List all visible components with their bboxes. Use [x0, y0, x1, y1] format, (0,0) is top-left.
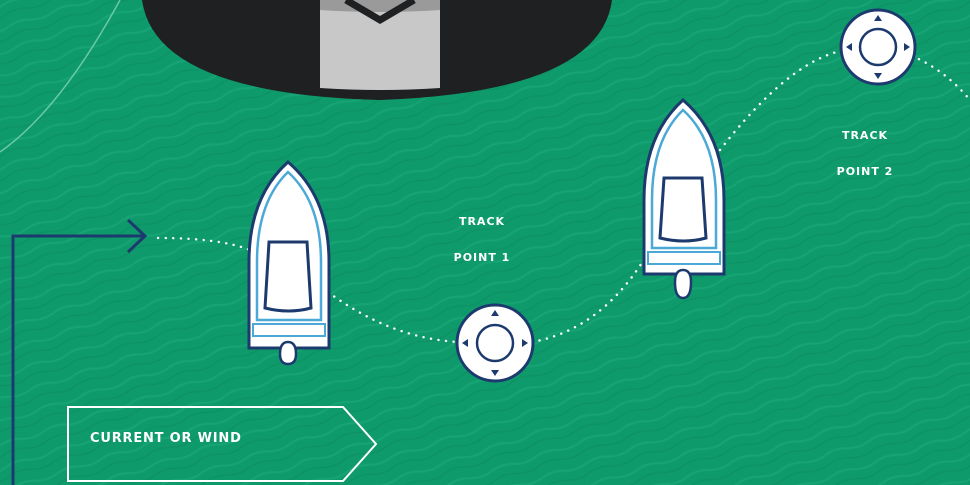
track-point-2-line-2: POINT 2	[820, 154, 910, 190]
joystick-icon	[841, 10, 915, 84]
bow-icon	[280, 342, 296, 364]
track-point-1-line-1: TRACK	[437, 204, 527, 240]
track-point-1-line-2: POINT 1	[437, 240, 527, 276]
track-point-2-line-1: TRACK	[820, 118, 910, 154]
joystick-icon	[457, 305, 533, 381]
track-point-2-label: TRACK POINT 2	[820, 118, 910, 190]
bow-icon	[675, 270, 691, 298]
track-point-1-label: TRACK POINT 1	[437, 204, 527, 276]
current-or-wind-label: CURRENT OR WIND	[90, 426, 242, 452]
